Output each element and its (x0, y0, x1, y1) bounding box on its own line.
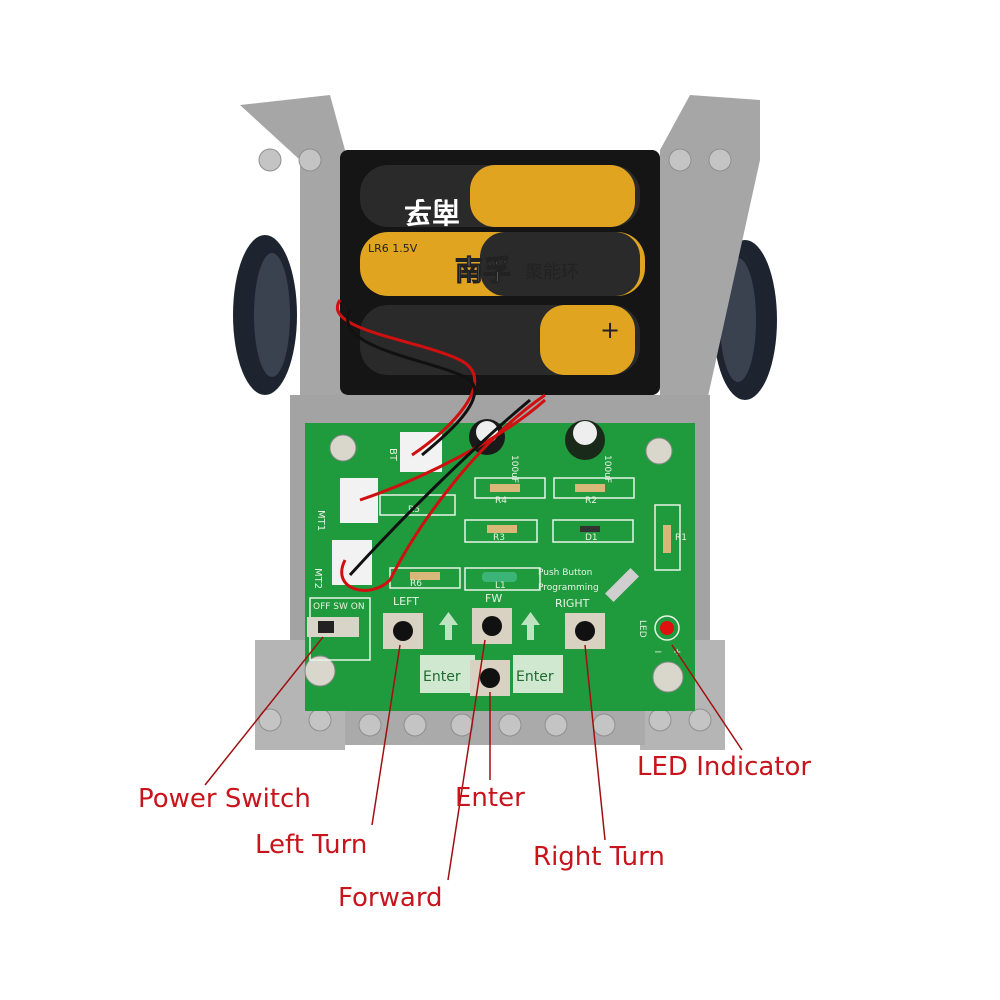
wires (335, 299, 546, 592)
l1-label: L1 (495, 581, 506, 591)
mt2-label: MT2 (312, 568, 323, 589)
r1-label: R1 (675, 533, 687, 543)
led-minus: − (654, 647, 662, 658)
cap2-label: 100uF (602, 455, 612, 483)
callout-left-turn: Left Turn (255, 830, 368, 860)
battery-spec: LR6 1.5V (368, 242, 418, 255)
callout-power-switch: Power Switch (138, 784, 311, 814)
callout-enter: Enter (455, 783, 525, 813)
enter-right-label: Enter (516, 669, 554, 685)
bt-label: BT (387, 448, 398, 462)
battery-brand-flipped: 南孚 (404, 195, 460, 228)
battery-series: 聚能环 (525, 262, 579, 283)
push-button-line2: Programming (538, 583, 599, 593)
r5-label: R5 (408, 505, 420, 515)
leader-lines (204, 636, 743, 881)
led-pcb-label: LED (637, 620, 647, 638)
pcb-board: MT1 MT2 BT 100uF 100uF R4 R2 R5 R3 D1 R1… (304, 419, 695, 711)
mt1-label: MT1 (315, 510, 326, 531)
arrows (439, 612, 540, 640)
brick-studs (258, 148, 732, 737)
leader-led (671, 644, 743, 751)
leader-power-switch (204, 636, 324, 786)
r3-label: R3 (493, 533, 505, 543)
right-label: RIGHT (555, 597, 590, 610)
r6-label: R6 (410, 579, 422, 589)
battery-brand: 南孚 (455, 254, 511, 287)
fw-label: FW (485, 592, 502, 605)
left-label: LEFT (393, 595, 419, 608)
battery-pack: 南孚 南孚 聚能环 LR6 1.5V + (340, 150, 660, 395)
switch-label: OFF SW ON (313, 602, 365, 612)
callout-right-turn: Right Turn (533, 842, 665, 872)
battery-plus: + (600, 316, 620, 344)
crystal (605, 568, 639, 602)
leader-forward (447, 639, 486, 881)
push-button-line1: Push Button (538, 568, 592, 578)
leader-left-turn (371, 644, 401, 826)
r2-label: R2 (585, 496, 597, 506)
leader-right-turn (584, 644, 606, 841)
d1-label: D1 (585, 533, 598, 543)
callout-forward: Forward (338, 883, 443, 913)
enter-left-label: Enter (423, 669, 461, 685)
left-wheel (233, 235, 297, 395)
cap1-label: 100uF (509, 455, 519, 483)
callout-led-indicator: LED Indicator (637, 752, 812, 782)
r4-label: R4 (495, 496, 507, 506)
